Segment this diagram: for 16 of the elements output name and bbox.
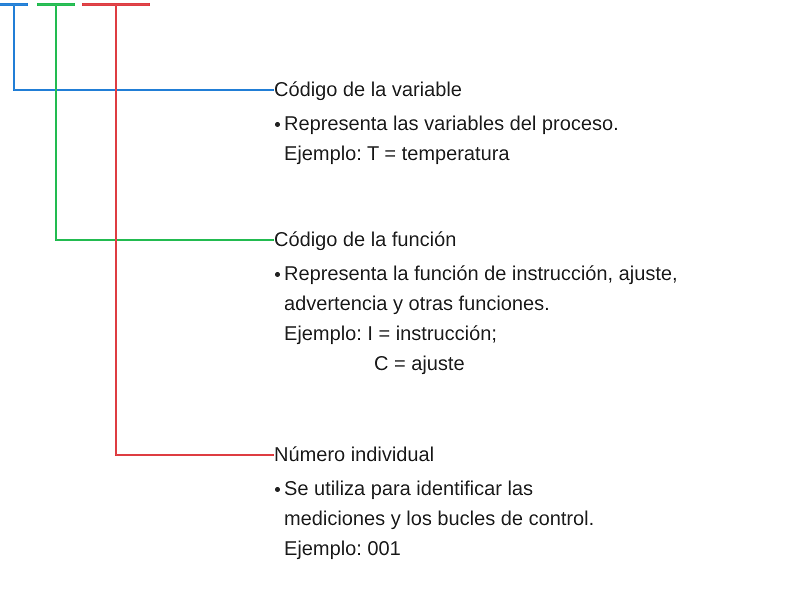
description-text: Se utiliza para identificar las mediciones y los bucles de control. [284,478,594,530]
heading: Código de la función [274,228,458,253]
heading: Número individual [274,443,436,468]
example-text: C = ajuste [373,352,466,377]
leader-line [55,6,274,241]
example-text: Ejemplo: 001 [283,537,402,562]
bracket-bar [0,3,28,6]
bracket-bar [82,3,150,6]
bracket-bar [37,3,75,6]
leader-line [13,6,274,91]
description-text: Representa la función de instrucción, ajuste, advertencia y otras funciones. [284,263,678,315]
description-text: Representa las variables del proceso. [284,113,619,135]
leader-line [115,6,274,456]
example-text: Ejemplo: T = temperatura [283,142,510,167]
heading: Código de la variable [274,78,463,103]
example-text: Ejemplo: I = instrucción; [283,322,498,347]
